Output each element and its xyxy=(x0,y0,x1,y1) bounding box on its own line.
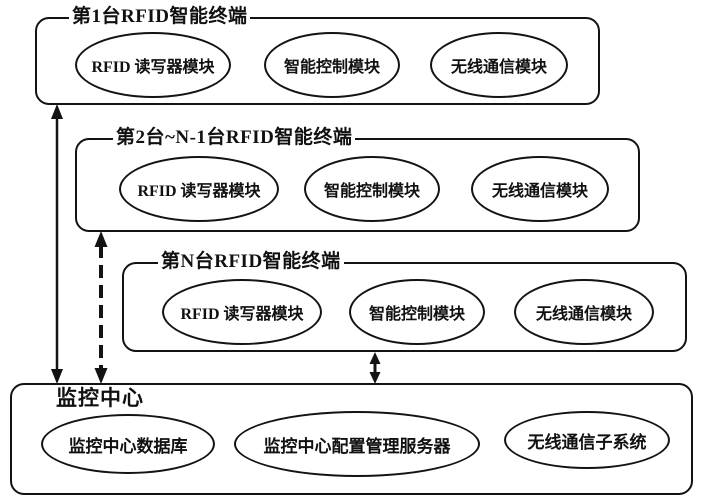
module-rfid-reader: RFID 读写器模块 xyxy=(162,279,322,345)
module-rfid-reader: RFID 读写器模块 xyxy=(75,32,231,98)
group-terminal-1-title: 第1台RFID智能终端 xyxy=(69,6,251,28)
connector-terminal2-center-dashed-arrow xyxy=(94,231,108,384)
group-terminal-1: 第1台RFID智能终端 RFID 读写器模块 智能控制模块 无线通信模块 xyxy=(35,6,600,105)
module-intelligent-control: 智能控制模块 xyxy=(304,156,440,222)
group-terminal-2-to-n-1: 第2台~N-1台RFID智能终端 RFID 读写器模块 智能控制模块 无线通信模… xyxy=(75,127,640,232)
module-center-database: 监控中心数据库 xyxy=(41,414,215,474)
group-terminal-n: 第N台RFID智能终端 RFID 读写器模块 智能控制模块 无线通信模块 xyxy=(122,251,687,352)
module-wireless-subsystem: 无线通信子系统 xyxy=(504,411,670,469)
module-wireless-comm: 无线通信模块 xyxy=(430,32,568,98)
connector-terminalN-center-solid-arrow xyxy=(369,352,381,384)
module-intelligent-control: 智能控制模块 xyxy=(349,279,485,345)
module-center-config-server: 监控中心配置管理服务器 xyxy=(234,411,480,477)
group-monitoring-center-title: 监控中心 xyxy=(56,386,144,410)
group-terminal-2-to-n-1-title: 第2台~N-1台RFID智能终端 xyxy=(113,127,356,149)
module-wireless-comm: 无线通信模块 xyxy=(514,279,654,345)
module-wireless-comm: 无线通信模块 xyxy=(471,156,609,222)
connector-terminal1-center-solid-arrow xyxy=(51,104,63,384)
group-monitoring-center: 监控中心 监控中心数据库 监控中心配置管理服务器 无线通信子系统 xyxy=(10,383,693,495)
group-terminal-n-title: 第N台RFID智能终端 xyxy=(158,251,344,273)
module-intelligent-control: 智能控制模块 xyxy=(264,32,400,98)
module-rfid-reader: RFID 读写器模块 xyxy=(119,156,279,222)
